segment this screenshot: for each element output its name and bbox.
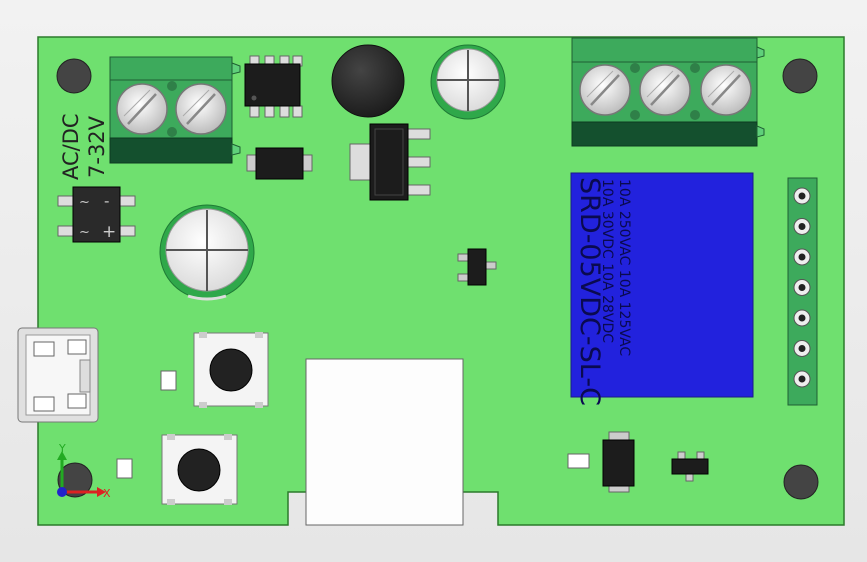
- header-pin-hole: [798, 284, 806, 291]
- mounting-hole-top-left: [56, 58, 92, 94]
- voltage-regulator: [349, 123, 431, 201]
- relay: 10A 250VAC 10A 125VAC 10A 30VDC 10A 28VD…: [570, 172, 754, 406]
- tactile-button-1[interactable]: [193, 332, 269, 408]
- header-pin-hole: [798, 345, 806, 352]
- smd-diode-vertical: [602, 431, 635, 493]
- capacitor-small: [430, 44, 506, 120]
- header-pin-hole: [798, 375, 806, 383]
- power-terminal-block: [109, 56, 241, 164]
- mounting-hole-bottom-right: [783, 464, 819, 500]
- rectifier-symbol: -: [104, 192, 109, 210]
- smd-pad: [160, 370, 177, 391]
- header-pin-hole: [798, 314, 806, 322]
- header-pin-hole: [798, 192, 806, 200]
- tactile-button-2[interactable]: [161, 434, 238, 505]
- axis-triad: X Y: [57, 442, 111, 500]
- inductor: [331, 44, 405, 118]
- relay-rating-ac: 10A 250VAC 10A 125VAC: [616, 179, 632, 356]
- header-pin-hole: [798, 253, 806, 261]
- relay-terminal-block: [571, 37, 765, 147]
- bridge-rectifier: ~ - ~ +: [57, 186, 136, 243]
- smd-pad: [116, 458, 133, 479]
- soic8-chip: [244, 55, 303, 118]
- white-module: [305, 358, 464, 526]
- relay-model: SRD-05VDC-SL-C: [574, 177, 605, 406]
- header-pin-hole: [798, 223, 806, 230]
- x-axis-label: X: [103, 487, 111, 500]
- usb-c-connector: [17, 327, 99, 423]
- rectifier-symbol: +: [102, 222, 116, 242]
- mounting-hole-bottom-left: [57, 462, 93, 498]
- sot23-transistor-2: [671, 451, 709, 482]
- rectifier-symbol: ~: [79, 225, 90, 240]
- y-axis-label: Y: [58, 442, 66, 455]
- silkscreen-voltage: 7-32V: [85, 115, 109, 178]
- silkscreen-acdc: AC/DC: [59, 113, 83, 180]
- smd-diode: [246, 147, 313, 180]
- pin-header: [787, 177, 818, 406]
- relay-rating-dc: 10A 30VDC 10A 28VDC: [599, 179, 615, 343]
- rectifier-symbol: ~: [79, 195, 90, 210]
- smd-pad: [567, 453, 590, 469]
- capacitor-large: [159, 204, 255, 301]
- sot23-transistor: [457, 248, 497, 286]
- mounting-hole-top-right: [782, 58, 818, 94]
